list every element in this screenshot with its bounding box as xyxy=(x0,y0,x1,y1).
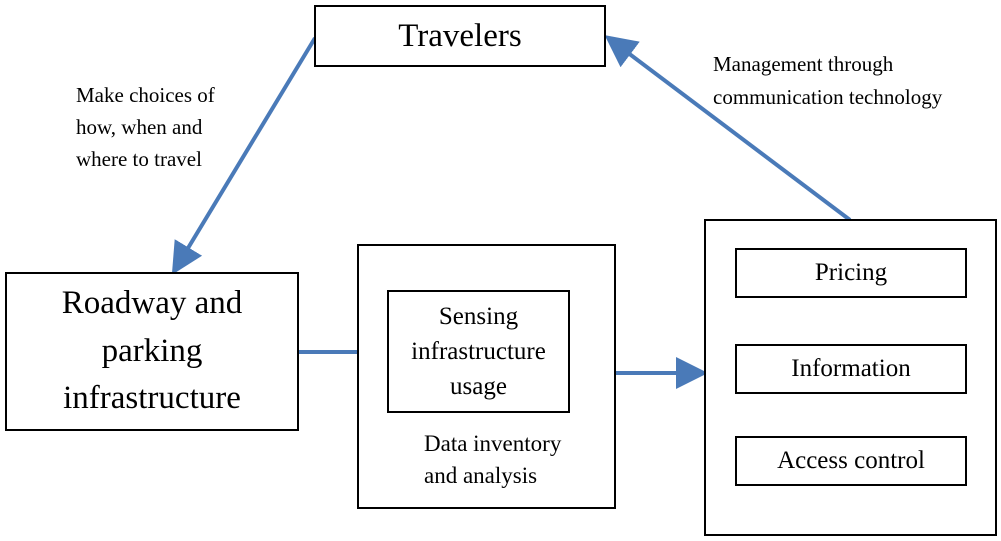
arrow-travelers-to-roadway xyxy=(171,36,317,275)
make-choices-edge-label: Make choices of how, when and where to t… xyxy=(76,83,215,171)
access-control-node: Access control xyxy=(735,436,967,486)
access-control-label: Access control xyxy=(777,447,925,474)
information-label: Information xyxy=(791,355,911,382)
sensing-usage-node: Sensing infrastructure usage xyxy=(387,290,570,413)
data-inventory-label: Data inventory and analysis xyxy=(424,431,562,489)
information-node: Information xyxy=(735,344,967,394)
sensing-usage-label: Sensing infrastructure usage xyxy=(411,303,546,400)
travelers-label: Travelers xyxy=(398,17,522,54)
pricing-node: Pricing xyxy=(735,248,967,298)
roadway-infrastructure-label: Roadway and parking infrastructure xyxy=(61,284,243,417)
arrow-management-to-travelers xyxy=(604,35,852,222)
management-edge-label: Management through communication technol… xyxy=(713,52,943,109)
roadway-infrastructure-node: Roadway and parking infrastructure xyxy=(5,272,299,431)
travelers-node: Travelers xyxy=(314,5,606,67)
pricing-label: Pricing xyxy=(814,259,888,286)
